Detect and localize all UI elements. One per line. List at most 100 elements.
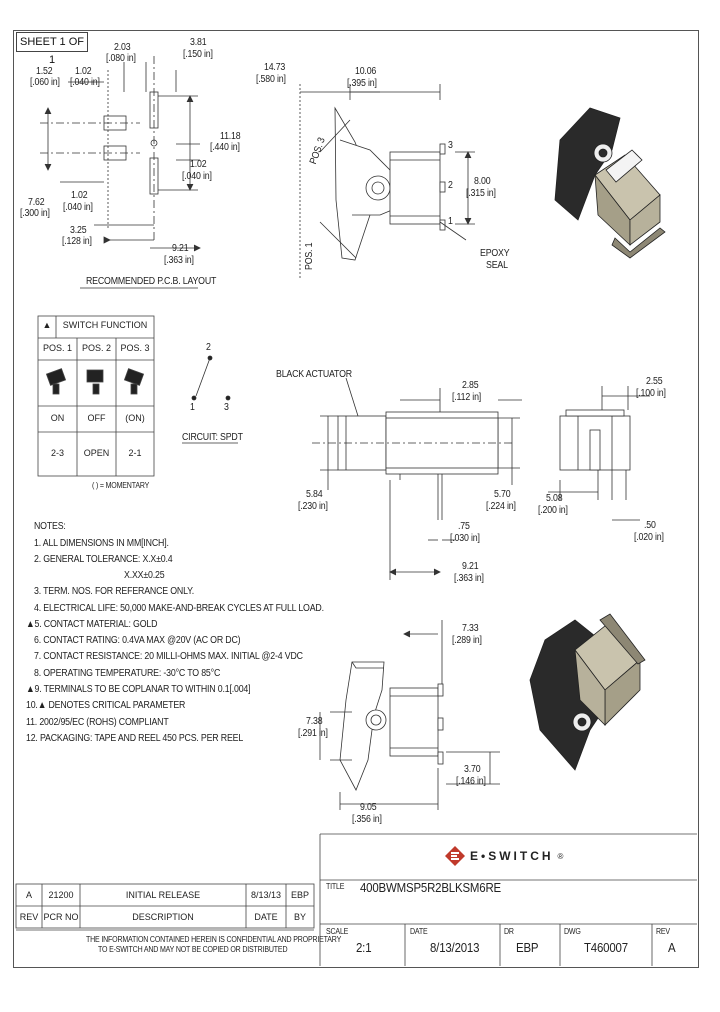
- state-pos-3: (ON): [125, 413, 145, 423]
- dim-9-21-pcb: 9.21: [172, 243, 189, 254]
- dim-3-81: 3.81: [190, 37, 207, 48]
- dim-5-08: 5.08: [546, 493, 563, 504]
- dim-1-02-b-in: [.040 in]: [182, 171, 212, 182]
- state-pos-2: OFF: [87, 413, 106, 423]
- dim-0-75: .75: [458, 521, 470, 532]
- dim-5-84-in: [.230 in]: [298, 501, 328, 512]
- momentary-note: ( ) = MOMENTARY: [92, 481, 150, 490]
- rev-header-rev: REV: [19, 912, 39, 922]
- dim-8-00: 8.00: [474, 176, 491, 187]
- note-10: 10.▲ DENOTES CRITICAL PARAMETER: [26, 700, 186, 711]
- rev-header-by: BY: [293, 912, 306, 922]
- dim-3-70-in: [.146 in]: [456, 776, 486, 787]
- pcb-caption: RECOMMENDED P.C.B. LAYOUT: [86, 276, 217, 287]
- dim-7-38-in: [.291 in]: [298, 728, 328, 739]
- circuit-diagram: [191, 355, 231, 401]
- circuit-pos-3: 2-1: [128, 448, 142, 458]
- rev-row-description: INITIAL RELEASE: [125, 890, 201, 900]
- end-view-figure: [548, 386, 650, 521]
- date-value: 8/13/2013: [430, 940, 480, 955]
- dim-9-21-front: 9.21: [462, 561, 479, 572]
- dim-10-06-in: [.395 in]: [347, 78, 377, 89]
- circuit-pos-2: OPEN: [83, 448, 110, 458]
- drawing-frame: [13, 30, 699, 968]
- circuit-label: CIRCUIT: SPDT: [182, 432, 243, 443]
- iso-view-top: [554, 107, 666, 259]
- note-7: 7. CONTACT RESISTANCE: 20 MILLI-OHMS MAX…: [34, 651, 303, 662]
- note-6: 6. CONTACT RATING: 0.4VA MAX @20V (AC OR…: [34, 635, 241, 646]
- dim-7-38: 7.38: [306, 716, 323, 727]
- sheet-number: SHEET 1 OF 1: [16, 32, 88, 66]
- dim-3-25-in: [.128 in]: [62, 236, 92, 247]
- terminal-1: 1: [448, 216, 453, 227]
- circuit-pos-1: 2-3: [50, 448, 64, 458]
- proprietary-notice-2: TO E-SWITCH AND MAY NOT BE COPIED OR DIS…: [98, 945, 288, 954]
- note-2b: X.XX±0.25: [124, 570, 165, 581]
- circuit-node-3: 3: [224, 402, 229, 413]
- dim-3-81-in: [.150 in]: [183, 49, 213, 60]
- dim-0-50: .50: [644, 520, 656, 531]
- date-label: DATE: [410, 927, 428, 936]
- dim-1-02-b: 1.02: [190, 159, 207, 170]
- dim-5-08-in: [.200 in]: [538, 505, 568, 516]
- note-1: 1. ALL DIMENSIONS IN MM[INCH].: [34, 538, 169, 549]
- dim-1-02-c: 1.02: [71, 190, 88, 201]
- brand-name: E•SWITCH: [470, 849, 554, 863]
- notes-title: NOTES:: [34, 521, 66, 532]
- dim-7-33: 7.33: [462, 623, 479, 634]
- dim-0-50-in: [.020 in]: [634, 532, 664, 543]
- rev-header-description: DESCRIPTION: [132, 912, 194, 922]
- dim-3-70: 3.70: [464, 764, 481, 775]
- dim-14-73-in: [.580 in]: [256, 74, 286, 85]
- dim-1-52-in: [.060 in]: [30, 77, 60, 88]
- dim-3-25: 3.25: [70, 225, 87, 236]
- dim-7-62: 7.62: [28, 197, 45, 208]
- dwg-value: T460007: [584, 940, 628, 955]
- header-pos-1: POS. 1: [42, 343, 72, 353]
- note-4: 4. ELECTRICAL LIFE: 50,000 MAKE-AND-BREA…: [34, 603, 324, 614]
- dim-11-18-in: [.440 in]: [210, 142, 240, 153]
- dim-2-85-in: [.112 in]: [452, 392, 482, 403]
- side-view-figure: [299, 84, 475, 280]
- note-5: ▲5. CONTACT MATERIAL: GOLD: [26, 619, 158, 630]
- header-pos-3: POS. 3: [120, 343, 150, 353]
- dim-11-18: 11.18: [220, 131, 241, 142]
- drawn-by-value: EBP: [516, 940, 539, 955]
- dim-9-05: 9.05: [360, 802, 377, 813]
- dim-2-03-in: [.080 in]: [106, 53, 136, 64]
- note-2: 2. GENERAL TOLERANCE: X.X±0.4: [34, 554, 173, 565]
- dim-5-70-in: [.224 in]: [486, 501, 516, 512]
- epoxy-label-2: SEAL: [486, 260, 508, 271]
- dim-9-05-in: [.356 in]: [352, 814, 382, 825]
- dim-5-84: 5.84: [306, 489, 323, 500]
- dim-5-70: 5.70: [494, 489, 511, 500]
- dim-9-21-front-in: [.363 in]: [454, 573, 484, 584]
- dim-1-52: 1.52: [36, 66, 53, 77]
- rev-row-date: 8/13/13: [250, 890, 282, 900]
- dim-8-00-in: [.315 in]: [466, 188, 496, 199]
- note-11: 11. 2002/95/EC (ROHS) COMPLIANT: [26, 717, 169, 728]
- terminal-3: 3: [448, 140, 453, 151]
- dim-2-85: 2.85: [462, 380, 479, 391]
- black-actuator-label: BLACK ACTUATOR: [276, 369, 352, 380]
- part-number-title: 400BWMSP5R2BLKSM6RE: [360, 880, 501, 895]
- note-12: 12. PACKAGING: TAPE AND REEL 450 PCS. PE…: [26, 733, 244, 744]
- rev-label: REV: [656, 927, 670, 936]
- dim-7-33-in: [.289 in]: [452, 635, 482, 646]
- dim-10-06: 10.06: [355, 66, 377, 77]
- rev-row-by: EBP: [290, 890, 309, 900]
- front-view-figure: [312, 377, 522, 580]
- title-label: TITLE: [326, 882, 345, 891]
- scale-value: 2:1: [356, 940, 372, 955]
- header-pos-2: POS. 2: [81, 343, 111, 353]
- state-pos-1: ON: [50, 413, 65, 423]
- note-9: ▲9. TERMINALS TO BE COPLANAR TO WITHIN 0…: [26, 684, 251, 695]
- epoxy-label-1: EPOXY: [480, 248, 510, 259]
- dim-7-62-in: [.300 in]: [20, 208, 50, 219]
- proprietary-notice-1: THE INFORMATION CONTAINED HEREIN IS CONF…: [86, 935, 342, 944]
- dim-1-02-a: 1.02: [75, 66, 92, 77]
- dim-9-21-pcb-in: [.363 in]: [164, 255, 194, 266]
- rev-row-pcr: 21200: [48, 890, 74, 900]
